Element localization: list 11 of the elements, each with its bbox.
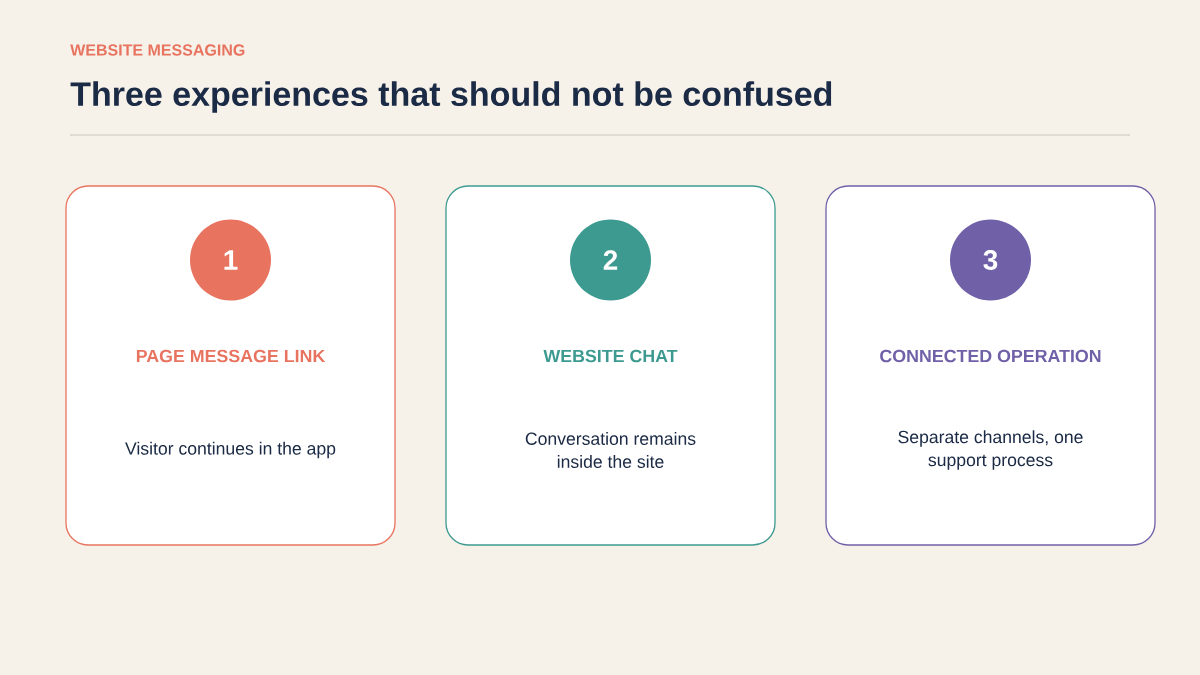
card-description: Conversation remains inside the site [525,432,696,468]
eyebrow-label: WEBSITE MESSAGING [70,44,245,56]
card-description: Visitor continues in the app [125,441,336,459]
card-heading: PAGE MESSAGE LINK [136,349,326,363]
number-badge: 3 [950,219,1031,301]
number-badge: 2 [570,219,651,301]
number-badge: 1 [190,219,271,301]
card-heading: CONNECTED OPERATION [880,349,1101,363]
title: Three experiences that should not be confused [70,81,832,113]
card-heading: WEBSITE CHAT [543,349,678,363]
card-description: Separate channels, one support process [898,430,1083,470]
